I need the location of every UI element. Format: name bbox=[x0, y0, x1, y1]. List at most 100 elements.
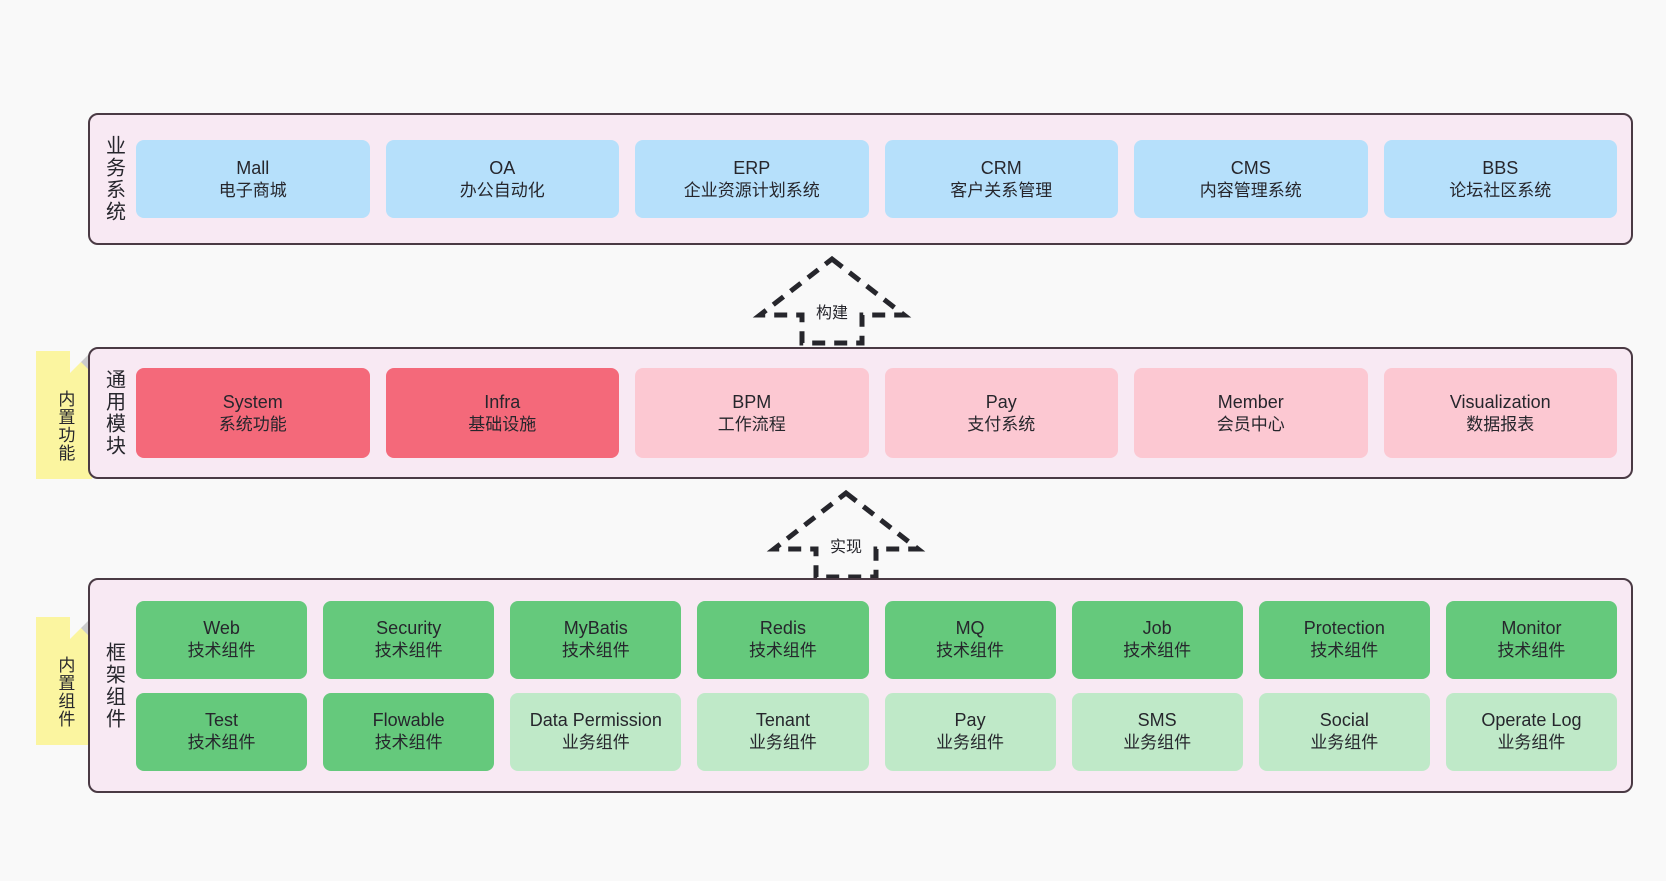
node-subtitle: 数据报表 bbox=[1466, 414, 1535, 434]
node-security[interactable]: Security 技术组件 bbox=[323, 600, 495, 679]
build-arrow-label: 构建 bbox=[815, 305, 848, 322]
node-member[interactable]: Member 会员中心 bbox=[1134, 368, 1368, 458]
build-arrow: 构建 bbox=[752, 253, 912, 349]
node-title: OA bbox=[489, 157, 516, 178]
node-subtitle: 技术组件 bbox=[1497, 641, 1566, 661]
node-subtitle: 工作流程 bbox=[717, 414, 786, 434]
node-subtitle: 电子商城 bbox=[218, 180, 287, 200]
node-title: Flowable bbox=[372, 710, 445, 731]
layer-caption-common-module: 通用模块 bbox=[102, 369, 125, 457]
node-title: Security bbox=[376, 618, 442, 639]
implement-arrow-label: 实现 bbox=[829, 539, 862, 556]
node-bbs[interactable]: BBS 论坛社区系统 bbox=[1383, 140, 1617, 218]
node-title: Job bbox=[1142, 618, 1172, 639]
node-title: System bbox=[222, 391, 283, 412]
node-title: ERP bbox=[733, 157, 771, 178]
node-erp[interactable]: ERP 企业资源计划系统 bbox=[635, 140, 869, 218]
layer-body-framework-component: Web 技术组件 Security 技术组件 MyBatis 技术组件 Redi… bbox=[136, 580, 1631, 791]
node-title: Test bbox=[205, 710, 239, 731]
node-subtitle: 企业资源计划系统 bbox=[683, 180, 820, 200]
node-data-permission[interactable]: Data Permission 业务组件 bbox=[510, 692, 682, 771]
node-pay-component[interactable]: Pay 业务组件 bbox=[884, 692, 1056, 771]
node-system[interactable]: System 系统功能 bbox=[136, 368, 370, 458]
node-title: Social bbox=[1319, 710, 1369, 731]
framework-row-business: Test 技术组件 Flowable 技术组件 Data Permission … bbox=[136, 692, 1617, 771]
node-subtitle: 支付系统 bbox=[967, 414, 1036, 434]
node-subtitle: 论坛社区系统 bbox=[1449, 180, 1552, 200]
node-title: SMS bbox=[1137, 710, 1177, 731]
business-system-row: Mall 电子商城 OA 办公自动化 ERP 企业资源计划系统 CRM 客户关系… bbox=[136, 140, 1617, 218]
node-crm[interactable]: CRM 客户关系管理 bbox=[884, 140, 1118, 218]
node-title: Protection bbox=[1303, 618, 1385, 639]
node-title: BPM bbox=[732, 391, 772, 412]
node-title: Member bbox=[1217, 391, 1284, 412]
node-subtitle: 技术组件 bbox=[374, 733, 443, 753]
node-subtitle: 业务组件 bbox=[936, 733, 1005, 753]
sticky-note-builtin-function: 内置功能 bbox=[36, 351, 92, 479]
node-bpm[interactable]: BPM 工作流程 bbox=[635, 368, 869, 458]
layer-business-system: 业务系统 Mall 电子商城 OA 办公自动化 ERP 企业资源计划系统 CRM bbox=[88, 113, 1633, 245]
node-tenant[interactable]: Tenant 业务组件 bbox=[697, 692, 869, 771]
node-title: Monitor bbox=[1501, 618, 1562, 639]
node-redis[interactable]: Redis 技术组件 bbox=[697, 600, 869, 679]
node-subtitle: 技术组件 bbox=[187, 641, 256, 661]
node-title: MyBatis bbox=[563, 618, 628, 639]
node-sms[interactable]: SMS 业务组件 bbox=[1071, 692, 1243, 771]
node-subtitle: 技术组件 bbox=[374, 641, 443, 661]
node-title: Data Permission bbox=[529, 710, 662, 731]
node-pay-module[interactable]: Pay 支付系统 bbox=[884, 368, 1118, 458]
node-title: Tenant bbox=[755, 710, 810, 731]
node-title: Visualization bbox=[1449, 391, 1551, 412]
node-job[interactable]: Job 技术组件 bbox=[1071, 600, 1243, 679]
node-visualization[interactable]: Visualization 数据报表 bbox=[1383, 368, 1617, 458]
node-protection[interactable]: Protection 技术组件 bbox=[1258, 600, 1430, 679]
layer-caption-framework-component: 框架组件 bbox=[102, 641, 125, 730]
layer-common-module: 通用模块 System 系统功能 Infra 基础设施 BPM 工作流程 Pay bbox=[88, 347, 1633, 479]
node-flowable[interactable]: Flowable 技术组件 bbox=[323, 692, 495, 771]
node-mq[interactable]: MQ 技术组件 bbox=[884, 600, 1056, 679]
sticky-fold-notch-icon bbox=[70, 351, 92, 373]
node-subtitle: 技术组件 bbox=[1123, 641, 1192, 661]
node-subtitle: 业务组件 bbox=[1310, 733, 1379, 753]
node-subtitle: 业务组件 bbox=[1497, 733, 1566, 753]
node-subtitle: 会员中心 bbox=[1216, 414, 1285, 434]
node-social[interactable]: Social 业务组件 bbox=[1258, 692, 1430, 771]
node-title: CMS bbox=[1230, 157, 1271, 178]
node-title: Web bbox=[203, 618, 240, 639]
sticky-label-builtin-component: 内置组件 bbox=[55, 656, 75, 728]
layer-body-common-module: System 系统功能 Infra 基础设施 BPM 工作流程 Pay 支付系统… bbox=[136, 349, 1631, 477]
node-subtitle: 技术组件 bbox=[1310, 641, 1379, 661]
node-monitor[interactable]: Monitor 技术组件 bbox=[1445, 600, 1617, 679]
node-infra[interactable]: Infra 基础设施 bbox=[385, 368, 619, 458]
node-mybatis[interactable]: MyBatis 技术组件 bbox=[510, 600, 682, 679]
node-title: MQ bbox=[955, 618, 985, 639]
node-subtitle: 内容管理系统 bbox=[1199, 180, 1302, 200]
node-oa[interactable]: OA 办公自动化 bbox=[385, 140, 619, 218]
node-subtitle: 业务组件 bbox=[1123, 733, 1192, 753]
implement-arrow: 实现 bbox=[766, 487, 926, 583]
node-title: Pay bbox=[954, 710, 986, 731]
node-subtitle: 业务组件 bbox=[748, 733, 817, 753]
common-module-row: System 系统功能 Infra 基础设施 BPM 工作流程 Pay 支付系统… bbox=[136, 368, 1617, 458]
node-title: Mall bbox=[236, 157, 270, 178]
node-web[interactable]: Web 技术组件 bbox=[136, 600, 308, 679]
build-arrow-shape bbox=[752, 255, 912, 346]
node-title: BBS bbox=[1482, 157, 1519, 178]
node-subtitle: 业务组件 bbox=[561, 733, 630, 753]
implement-arrow-shape bbox=[766, 489, 926, 580]
layer-caption-business-system: 业务系统 bbox=[102, 135, 125, 223]
node-title: Pay bbox=[985, 391, 1017, 412]
sticky-fold-notch-icon bbox=[70, 617, 92, 639]
node-test[interactable]: Test 技术组件 bbox=[136, 692, 308, 771]
node-mall[interactable]: Mall 电子商城 bbox=[136, 140, 370, 218]
node-subtitle: 系统功能 bbox=[218, 414, 287, 434]
node-title: Infra bbox=[484, 391, 521, 412]
node-subtitle: 技术组件 bbox=[187, 733, 256, 753]
node-cms[interactable]: CMS 内容管理系统 bbox=[1134, 140, 1368, 218]
node-subtitle: 技术组件 bbox=[748, 641, 817, 661]
node-title: CRM bbox=[980, 157, 1022, 178]
node-operate-log[interactable]: Operate Log 业务组件 bbox=[1445, 692, 1617, 771]
node-subtitle: 办公自动化 bbox=[459, 180, 545, 200]
sticky-note-builtin-component: 内置组件 bbox=[36, 617, 92, 745]
